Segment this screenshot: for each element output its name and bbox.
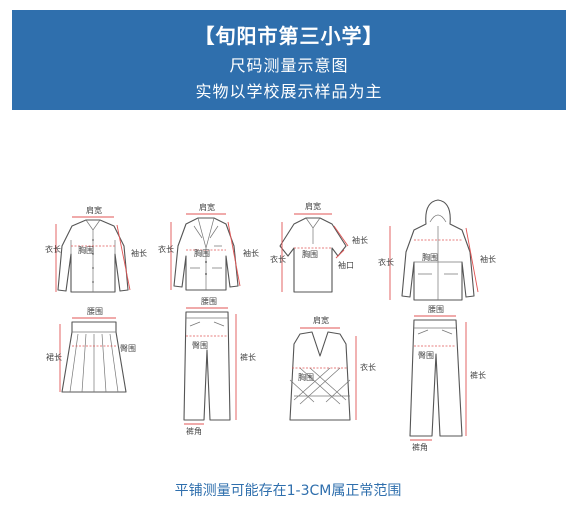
blazer-illustration: 肩宽 衣长 胸围 袖长	[158, 202, 259, 291]
blazer-sleeve-label: 袖长	[243, 248, 259, 258]
skirt-illustration: 腰围 裙长 臀围	[46, 307, 136, 393]
title-banner: 【旬阳市第三小学】 尺码测量示意图 实物以学校展示样品为主	[12, 10, 566, 110]
pants1-length-label: 裤长	[240, 352, 256, 362]
shirt-length-label: 衣长	[45, 244, 61, 254]
pants2-length-label: 裤长	[470, 370, 486, 380]
vest-length-label: 衣长	[360, 362, 376, 372]
polo-illustration: 肩宽 衣长 胸围 袖长 袖口	[270, 201, 368, 293]
vest-shoulder-label: 肩宽	[313, 315, 329, 325]
measurement-note: 平铺测量可能存在1-3CM属正常范围	[174, 483, 402, 499]
blazer-length-label: 衣长	[158, 244, 174, 254]
polo-shoulder-label: 肩宽	[305, 201, 321, 211]
shirt-shoulder-label: 肩宽	[86, 205, 102, 215]
sample-note: 实物以学校展示样品为主	[195, 82, 383, 101]
pants2-waist-label: 腰围	[428, 305, 444, 314]
polo-length-label: 衣长	[270, 254, 286, 264]
polo-chest-label: 胸围	[302, 249, 318, 259]
pants2-illustration: 腰围 臀围 裤长 裤角	[409, 305, 486, 452]
jacket-length-label: 衣长	[378, 257, 394, 267]
diagram-title: 尺码测量示意图	[229, 56, 349, 75]
shirt-chest-label: 胸围	[78, 245, 94, 255]
school-title: 【旬阳市第三小学】	[194, 24, 384, 48]
pants2-hem-label: 裤角	[412, 442, 428, 452]
skirt-length-label: 裙长	[46, 352, 62, 362]
polo-cuff-label: 袖口	[338, 260, 354, 270]
skirt-hip-label: 臀围	[120, 344, 136, 353]
shirt-illustration: 肩宽 衣长 胸围 袖长	[45, 205, 147, 293]
pants1-waist-label: 腰围	[201, 297, 217, 306]
size-diagram: 肩宽 衣长 胸围 袖长 肩宽 衣长 胸围 袖长 肩宽 衣长 胸围 袖长 袖口	[0, 190, 576, 460]
skirt-waist-label: 腰围	[87, 307, 103, 316]
pants1-hip-label: 臀围	[192, 341, 208, 350]
pants1-illustration: 腰围 臀围 裤长 裤角	[183, 297, 256, 436]
vest-illustration: 肩宽 胸围 衣长	[289, 315, 376, 421]
shirt-sleeve-label: 袖长	[131, 248, 147, 258]
pants2-hip-label: 臀围	[418, 351, 434, 360]
pants1-hem-label: 裤角	[186, 426, 202, 436]
blazer-chest-label: 胸围	[194, 248, 210, 258]
vest-chest-label: 胸围	[298, 372, 314, 382]
jacket-illustration: 衣长 胸围 袖长	[378, 199, 496, 301]
blazer-shoulder-label: 肩宽	[199, 202, 215, 212]
jacket-sleeve-label: 袖长	[480, 254, 496, 264]
jacket-chest-label: 胸围	[422, 252, 438, 262]
polo-sleeve-label: 袖长	[352, 235, 368, 245]
